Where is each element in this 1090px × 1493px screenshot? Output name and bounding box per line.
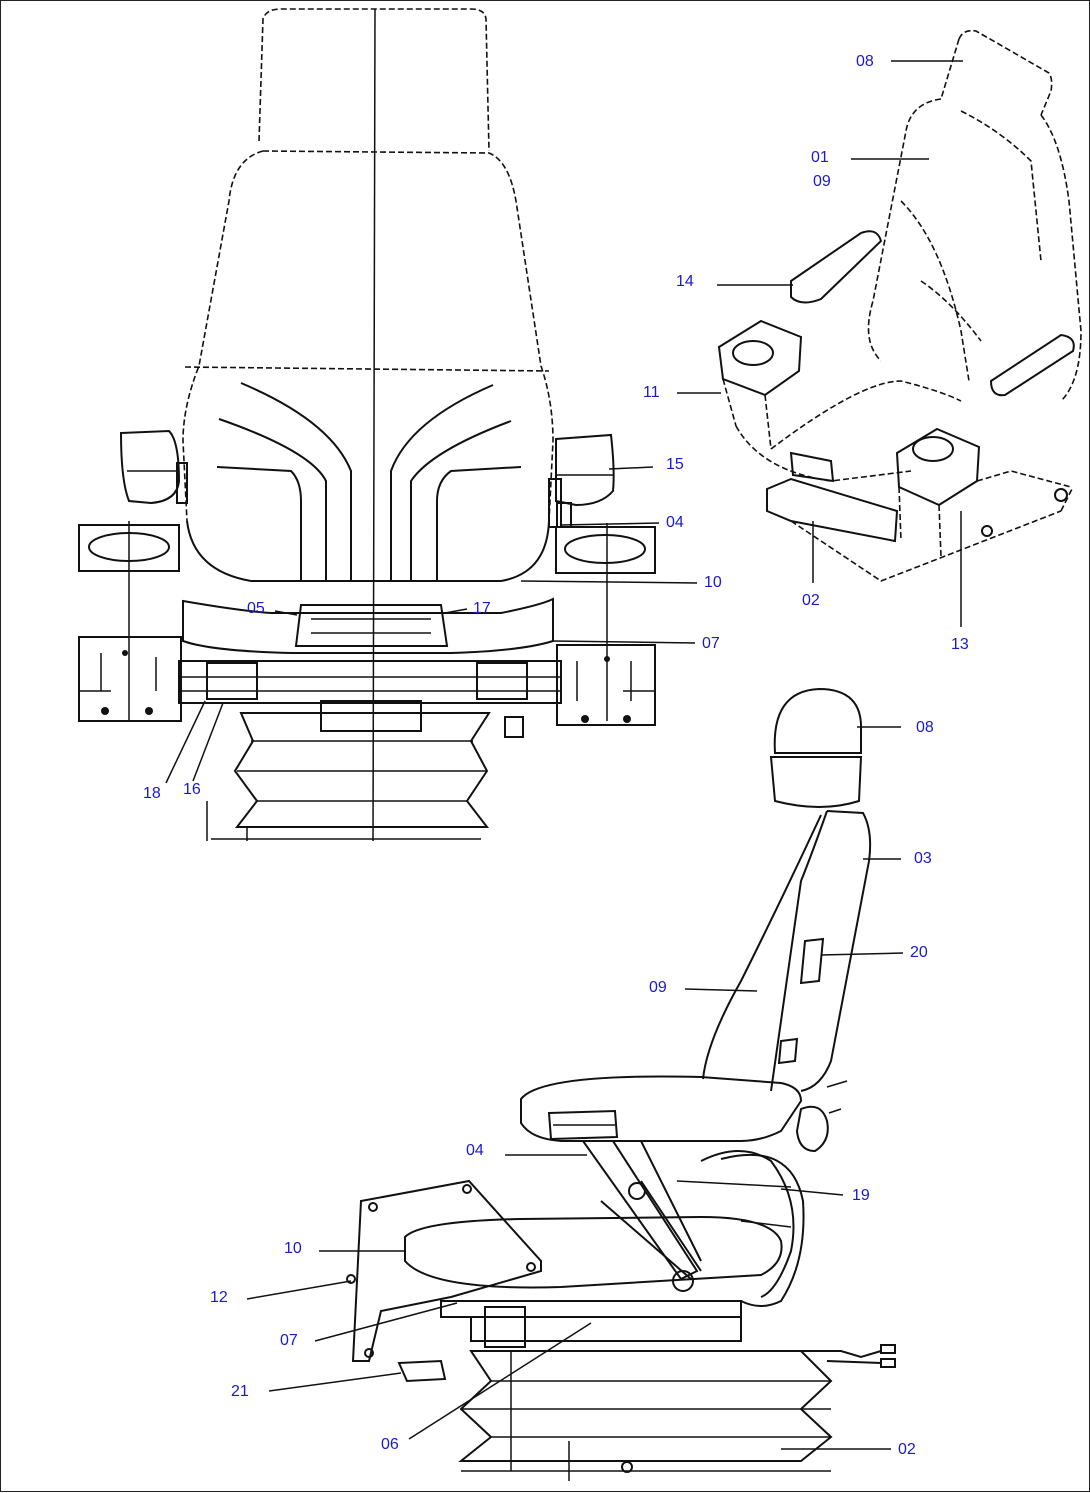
callout-20: 20 [910, 944, 928, 961]
callout-03: 03 [914, 850, 932, 867]
callout-16: 16 [183, 781, 201, 798]
callout-12: 12 [210, 1289, 228, 1306]
callout-19: 19 [852, 1187, 870, 1204]
callout-13: 13 [951, 636, 969, 653]
side-view-leaders [246, 726, 904, 1450]
callout-17: 17 [473, 600, 491, 617]
callout-01: 01 [811, 149, 829, 166]
callout-15: 15 [666, 456, 684, 473]
perspective-view-seat [717, 29, 1082, 582]
front-view-seat [78, 8, 656, 842]
callout-07: 07 [702, 635, 720, 652]
side-view-seat [346, 687, 896, 1481]
callout-08: 08 [856, 53, 874, 70]
callout-11: 11 [643, 384, 660, 401]
callout-05: 05 [247, 600, 265, 617]
callout-08: 08 [916, 719, 934, 736]
callout-04: 04 [666, 514, 684, 531]
callout-14: 14 [676, 273, 694, 290]
callout-18: 18 [143, 785, 161, 802]
callout-07: 07 [280, 1332, 298, 1349]
callout-10: 10 [284, 1240, 302, 1257]
callout-06: 06 [381, 1436, 399, 1453]
callout-09: 09 [649, 979, 667, 996]
callout-02: 02 [802, 592, 820, 609]
callout-02: 02 [898, 1441, 916, 1458]
perspective-view-leaders [677, 60, 963, 627]
callout-04: 04 [466, 1142, 484, 1159]
callout-09: 09 [813, 173, 831, 190]
front-view-leaders [165, 466, 698, 784]
callout-10: 10 [704, 574, 722, 591]
callout-21: 21 [231, 1383, 249, 1400]
